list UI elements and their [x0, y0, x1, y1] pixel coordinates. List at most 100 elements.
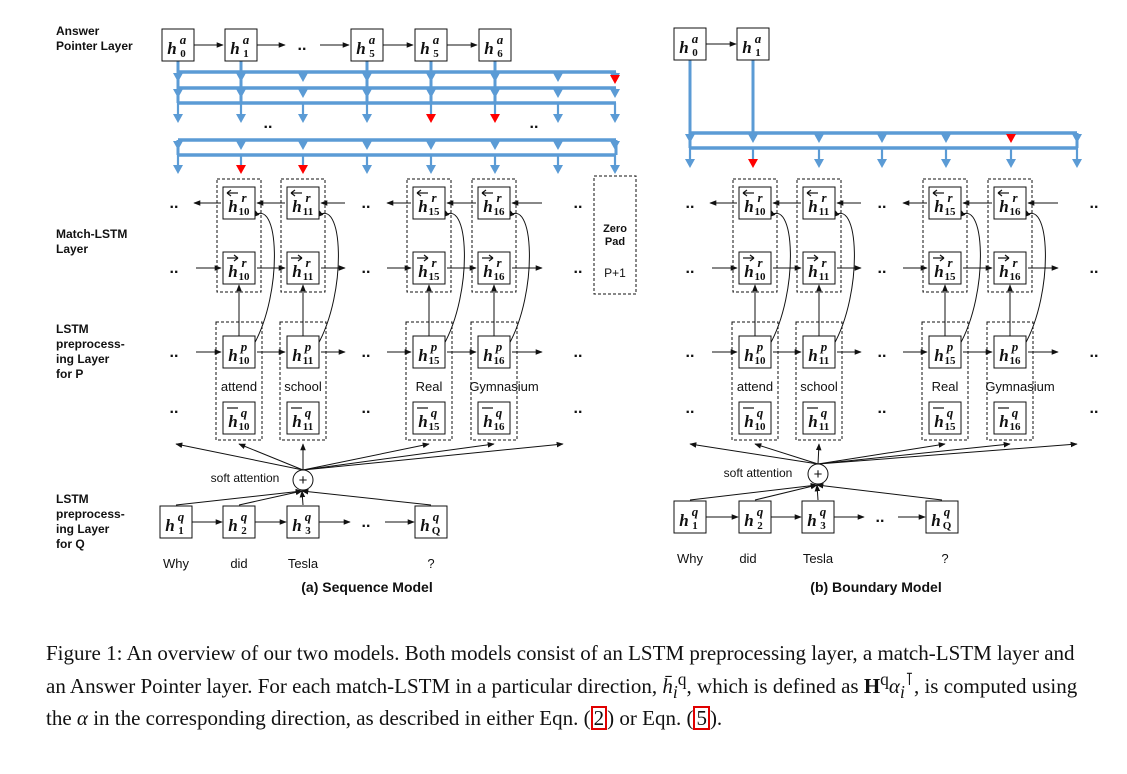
- pointer-blue-arrow: [610, 114, 620, 123]
- pointer-blue-arrow: [748, 134, 758, 143]
- node-superscript: p: [430, 339, 438, 354]
- node-accent: [423, 254, 429, 262]
- pointer-red-arrow: [426, 114, 436, 123]
- node-frame: [928, 251, 962, 285]
- node-subscript: Q: [432, 525, 441, 537]
- node-superscript: a: [243, 32, 250, 47]
- match-lstm-group: [406, 178, 452, 293]
- pointer-blue-arrow: [610, 165, 620, 174]
- node-subscript: 2: [241, 525, 247, 537]
- node-superscript: q: [757, 405, 764, 420]
- node-frame: [738, 500, 772, 534]
- node-frame: [222, 401, 256, 435]
- node-subscript: 3: [305, 525, 311, 537]
- node-subscript: 11: [303, 271, 313, 283]
- node-frame: [738, 335, 772, 369]
- pointer-blue-arrow: [610, 141, 620, 150]
- pointer-blue-arrow: [298, 114, 308, 123]
- node-subscript: 16: [1010, 271, 1022, 283]
- node-accent: [481, 189, 487, 197]
- node-subscript: 10: [755, 421, 767, 433]
- node-frame: [477, 251, 511, 285]
- node-superscript: a: [369, 32, 376, 47]
- pointer-blue-arrow: [362, 114, 372, 123]
- caption-alpha2: α: [76, 706, 88, 731]
- node-symbol: h: [484, 39, 493, 58]
- node-frame: [993, 251, 1027, 285]
- eqn-ref-5-link[interactable]: 5: [693, 706, 710, 731]
- node-superscript: r: [947, 255, 953, 270]
- question-word-label: Tesla: [803, 551, 834, 566]
- attention-fan-arrow: [754, 443, 819, 465]
- passage-word-label: Gymnasium: [469, 379, 538, 394]
- ellipsis-dots: ..: [574, 260, 583, 277]
- node-accent: [297, 254, 303, 262]
- ellipsis-dots: ..: [530, 115, 539, 132]
- q-to-attention-arrow: [814, 484, 821, 501]
- attention-fan-arrow: [817, 442, 946, 465]
- p-to-backward-arc: [252, 210, 275, 347]
- node-subscript: 10: [755, 206, 767, 218]
- ellipsis-dots: ..: [264, 115, 273, 132]
- node-subscript: 16: [494, 355, 506, 367]
- attention-fan-arrow: [302, 442, 430, 471]
- node-symbol: h: [999, 346, 1008, 365]
- node-symbol: h: [934, 412, 943, 431]
- caption-hbar: h̄: [662, 674, 673, 698]
- node-frame: [222, 505, 256, 539]
- node-symbol: h: [744, 346, 753, 365]
- node-symbol: h: [418, 197, 427, 216]
- node-symbol: h: [228, 412, 237, 431]
- node-frame: [477, 401, 511, 435]
- node-accent: [806, 189, 812, 197]
- pointer-blue-arrow: [173, 141, 183, 150]
- node-subscript: 15: [429, 206, 441, 218]
- p-to-backward-arc: [316, 210, 339, 347]
- node-subscript: 10: [239, 206, 251, 218]
- node-subscript: 11: [819, 206, 829, 218]
- boundary-model-subtitle: (b) Boundary Model: [810, 579, 941, 595]
- pointer-blue-arrow: [236, 89, 246, 98]
- node-subscript: 0: [692, 47, 698, 59]
- question-word-label: ?: [427, 556, 434, 571]
- node-symbol: h: [808, 197, 817, 216]
- node-superscript: p: [495, 339, 503, 354]
- node-symbol: h: [679, 511, 688, 530]
- pointer-blue-arrow: [1072, 159, 1082, 168]
- caption-part3: , is computed using the: [46, 674, 1078, 731]
- node-subscript: 2: [757, 520, 763, 532]
- pointer-blue-arrow: [610, 89, 620, 98]
- node-subscript: 16: [1010, 355, 1022, 367]
- question-word-label: Why: [677, 551, 704, 566]
- pointer-blue-arrow: [877, 159, 887, 168]
- node-accent: [488, 254, 494, 262]
- node-symbol: h: [483, 262, 492, 281]
- node-subscript: Q: [943, 520, 952, 532]
- attention-fan-arrow: [175, 442, 304, 471]
- node-subscript: 1: [243, 48, 249, 60]
- pointer-blue-arrow: [173, 73, 183, 82]
- node-subscript: 11: [819, 271, 829, 283]
- pointer-blue-arrow: [553, 73, 563, 82]
- pointer-blue-arrow: [685, 134, 695, 143]
- node-subscript: 16: [494, 271, 506, 283]
- eqn-ref-2-link[interactable]: 2: [590, 706, 608, 731]
- p-to-backward-arc: [442, 210, 465, 347]
- caption-H-sup: q: [880, 669, 889, 689]
- node-frame: [224, 28, 258, 62]
- node-superscript: r: [305, 255, 311, 270]
- q-to-attention-arrow: [301, 488, 432, 506]
- passage-word-label: attend: [737, 379, 773, 394]
- node-superscript: q: [241, 405, 248, 420]
- node-symbol: h: [292, 516, 301, 535]
- node-subscript: 11: [303, 355, 313, 367]
- pointer-blue-arrow: [362, 73, 372, 82]
